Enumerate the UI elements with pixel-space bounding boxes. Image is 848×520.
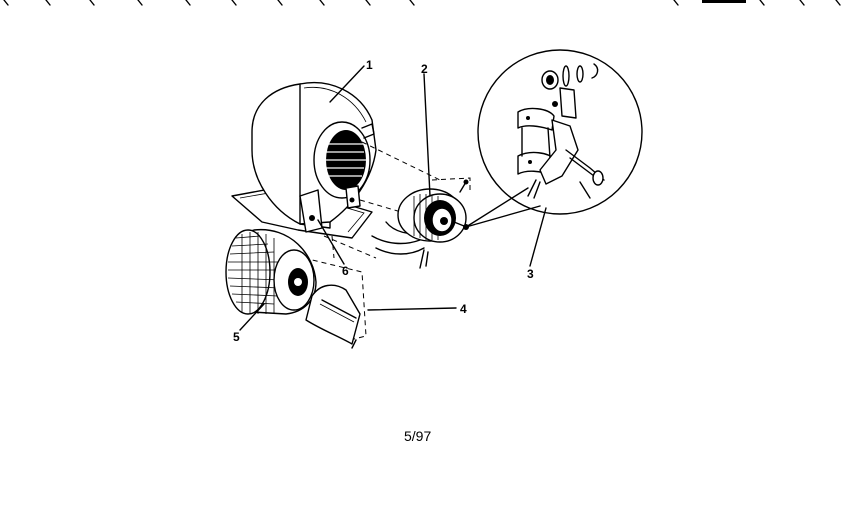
motor-mount-detail [465,49,643,228]
callout-5: 5 [233,330,240,344]
callout-1: 1 [366,58,373,72]
callout-2: 2 [421,62,428,76]
blower-motor [371,179,469,269]
callout-4: 4 [460,302,467,316]
blower-housing [231,82,377,239]
revision-date: 5/97 [404,428,431,444]
callout-6: 6 [342,264,349,278]
callout-leaders [239,65,547,331]
blower-wheel [225,228,317,315]
callout-3: 3 [527,267,534,281]
cutoff-plate [305,284,361,349]
assembly-dashed-lines [303,141,471,341]
top-edge-marks [3,0,841,6]
